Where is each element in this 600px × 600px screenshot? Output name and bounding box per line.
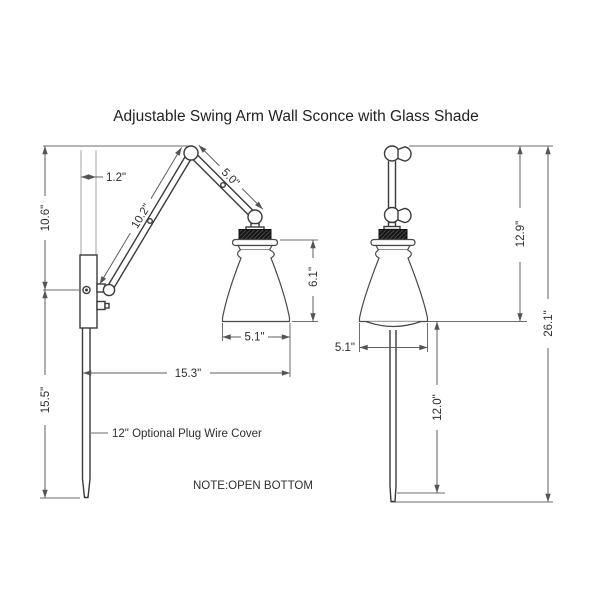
side-extension-lines <box>40 145 318 499</box>
dim-label-shade-diameter-side: 5.1" <box>244 332 264 344</box>
pivot-screw <box>82 285 91 295</box>
fore-arm-tube <box>188 150 258 220</box>
socket-knurled-cap <box>238 229 272 240</box>
dim-upper-arm: 10.2" <box>97 146 184 286</box>
dim-label-fore-arm: 5.0" <box>219 167 242 190</box>
dim-wire-cover-exposed: 12.0" <box>432 321 444 493</box>
dim-label-wall-extension: 15.3" <box>175 368 201 380</box>
dim-wall-extension: 15.3" <box>83 368 290 380</box>
dim-shade-diameter-side: 5.1" <box>222 332 290 344</box>
front-top-joint <box>383 145 401 162</box>
front-lower-wing-knob <box>397 207 412 224</box>
open-bottom-arc <box>365 320 422 328</box>
swing-arm <box>102 145 263 297</box>
dim-top-to-shade-bottom: 12.9" <box>515 146 527 322</box>
dim-shade-height: 6.1" <box>308 240 320 322</box>
dim-plate-width: 1.2" <box>81 172 126 184</box>
side-wire-cover <box>81 328 91 499</box>
switch-knob <box>96 300 106 311</box>
wall-backplate <box>79 254 110 329</box>
shade-ball-joint <box>247 209 263 225</box>
dim-pivot-to-bottom: 15.5" <box>40 290 52 498</box>
fore-arm-hole <box>219 181 226 188</box>
dim-label-top-to-shade-bottom: 12.9" <box>515 221 527 247</box>
wall-ball-joint <box>102 283 116 297</box>
front-socket-knurled-cap <box>378 229 408 240</box>
open-bottom-note: NOTE:OPEN BOTTOM <box>193 480 313 492</box>
dim-label-pivot-to-bottom: 15.5" <box>40 387 52 413</box>
dim-label-plate-width: 1.2" <box>106 172 126 184</box>
dim-shade-diameter-front: 5.1" <box>335 342 428 354</box>
dim-label-shade-diameter-front: 5.1" <box>335 342 355 354</box>
shade-flange <box>231 238 279 247</box>
dim-label-overall-height: 26.1" <box>543 310 555 336</box>
front-wire-cover <box>389 330 397 503</box>
front-arm-tube <box>387 161 397 209</box>
side-view: 1.2" 10.6" 15.5" 10.2" 5.0" <box>40 143 320 499</box>
diagram-title: Adjustable Swing Arm Wall Sconce with Gl… <box>113 108 479 125</box>
glass-bell <box>221 249 291 323</box>
upper-arm-hole <box>146 217 153 224</box>
dim-label-top-to-arm: 10.6" <box>40 205 52 231</box>
wire-cover-callout: 12" Optional Plug Wire Cover <box>91 428 262 440</box>
front-view: 12.9" 26.1" 12.0" 5.1" <box>335 145 555 503</box>
dim-label-wire-cover-exposed: 12.0" <box>432 394 444 420</box>
front-lower-joint <box>383 206 401 224</box>
dim-fore-arm: 5.0" <box>196 143 265 212</box>
dim-overall-height: 26.1" <box>543 146 555 502</box>
dim-top-to-arm: 10.6" <box>40 146 52 290</box>
front-glass-bell <box>358 249 429 323</box>
front-shade <box>358 221 429 328</box>
front-arm <box>383 145 412 224</box>
front-shade-flange <box>370 238 416 247</box>
wire-cover-label: 12" Optional Plug Wire Cover <box>112 428 262 440</box>
dim-label-shade-height: 6.1" <box>308 267 320 287</box>
front-top-wing-knob <box>397 146 412 162</box>
side-shade <box>221 222 291 323</box>
elbow-ball-joint <box>183 145 199 161</box>
